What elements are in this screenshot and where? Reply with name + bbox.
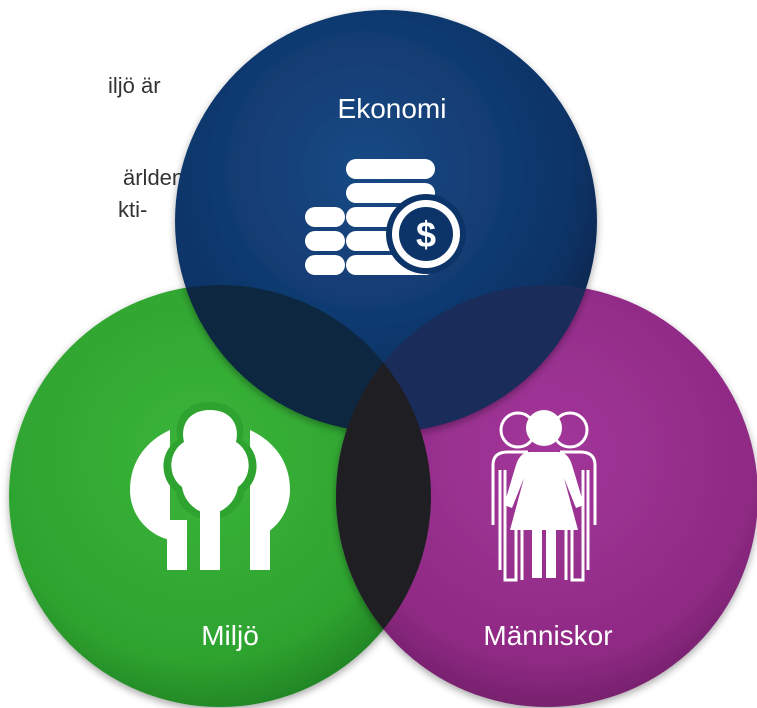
bg-text-line-2: ärlden	[123, 165, 185, 190]
bg-text-line-3: kti-	[118, 197, 148, 222]
svg-text:$: $	[416, 214, 436, 255]
overlap-ekonomi-manniskor	[336, 285, 597, 432]
trees-icon	[130, 402, 290, 570]
woman-icon	[504, 410, 584, 578]
overlap-ekonomi-miljo	[175, 285, 431, 432]
miljo-label: Miljö	[201, 620, 259, 651]
bg-text-line-1: iljö är	[108, 73, 161, 98]
coins-dollar-icon: $	[305, 159, 466, 275]
manniskor-label: Människor	[483, 620, 612, 651]
ekonomi-label: Ekonomi	[338, 93, 447, 124]
